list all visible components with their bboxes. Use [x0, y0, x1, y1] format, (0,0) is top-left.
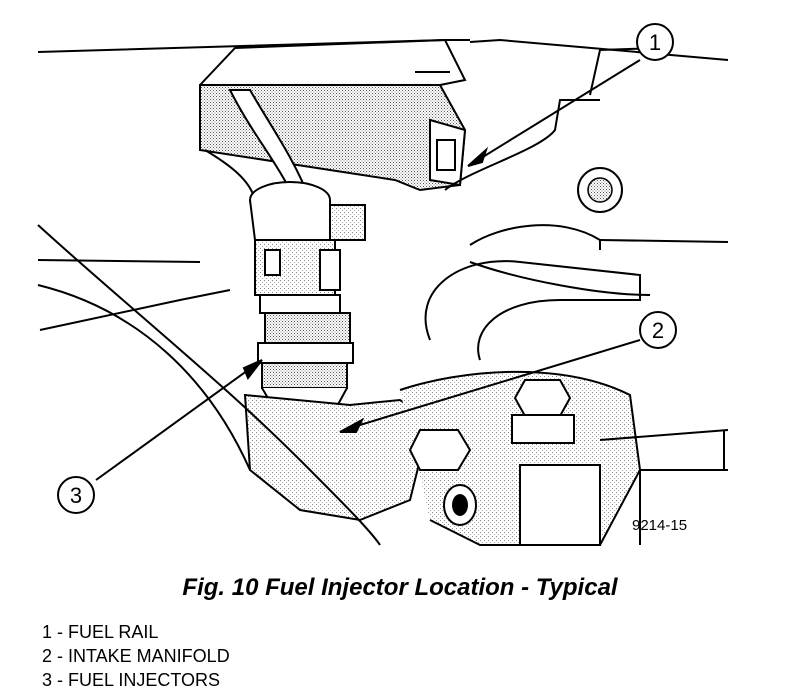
legend-item-fuel-injectors: 3 - FUEL INJECTORS	[42, 670, 221, 690]
svg-text:2: 2	[652, 318, 664, 343]
callout-3: 3	[57, 476, 95, 514]
bolt	[511, 379, 575, 444]
legend: 1 - FUEL RAIL 2 - INTAKE MANIFOLD 3 - FU…	[42, 620, 230, 692]
engine-outline	[37, 224, 381, 546]
fuel-rail	[199, 38, 467, 192]
bolt	[577, 167, 623, 213]
legend-item-fuel-rail: 1 - FUEL RAIL	[42, 622, 159, 642]
fuel-injector	[249, 181, 366, 411]
callout-2: 2	[639, 311, 677, 349]
intake-runner	[424, 99, 651, 361]
svg-text:1: 1	[649, 30, 661, 55]
legend-item-intake-manifold: 2 - INTAKE MANIFOLD	[42, 646, 230, 666]
figure-caption: Fig. 10 Fuel Injector Location - Typical	[182, 574, 618, 601]
bolt	[408, 429, 472, 471]
fuel-injector-illustration: 1 2 3 9214-15	[37, 23, 729, 546]
intake-manifold	[243, 167, 729, 546]
callout-1: 1	[636, 23, 674, 61]
figure-id: 9214-15	[632, 517, 687, 534]
svg-text:3: 3	[70, 483, 82, 508]
callout-leaders	[95, 59, 641, 481]
